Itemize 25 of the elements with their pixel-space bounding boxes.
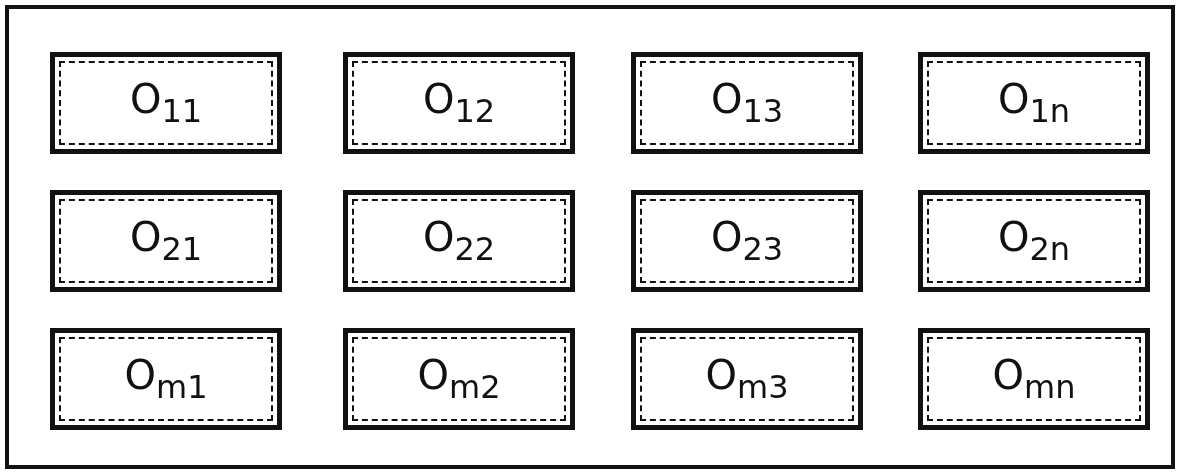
variable-label: O$_{23}$: [710, 217, 784, 265]
variable-label: O$_{2n}$: [997, 217, 1071, 265]
double-outlined-box: [50, 52, 282, 154]
double-outlined-box: [50, 328, 282, 430]
double-outlined-box: [918, 52, 1150, 154]
double-outlined-box: [631, 328, 863, 430]
variable-label: O$_{12}$: [422, 79, 496, 127]
variable-label: O$_{m2}$: [417, 355, 501, 403]
double-outlined-box: [631, 190, 863, 292]
variable-label: O$_{13}$: [710, 79, 784, 127]
double-outlined-box: [918, 328, 1150, 430]
variable-label: O$_{m1}$: [124, 355, 208, 403]
double-outlined-box: [343, 52, 575, 154]
double-outlined-box: [50, 190, 282, 292]
variable-label: O$_{11}$: [129, 79, 203, 127]
variable-label: O$_{mn}$: [992, 355, 1076, 403]
variable-label: O$_{m3}$: [705, 355, 789, 403]
variable-label: O$_{21}$: [129, 217, 203, 265]
double-outlined-box: [343, 190, 575, 292]
variable-label: O$_{1n}$: [997, 79, 1071, 127]
double-outlined-box: [343, 328, 575, 430]
double-outlined-box: [631, 52, 863, 154]
variable-label: O$_{22}$: [422, 217, 496, 265]
outer-frame: [5, 5, 1175, 469]
double-outlined-box: [918, 190, 1150, 292]
